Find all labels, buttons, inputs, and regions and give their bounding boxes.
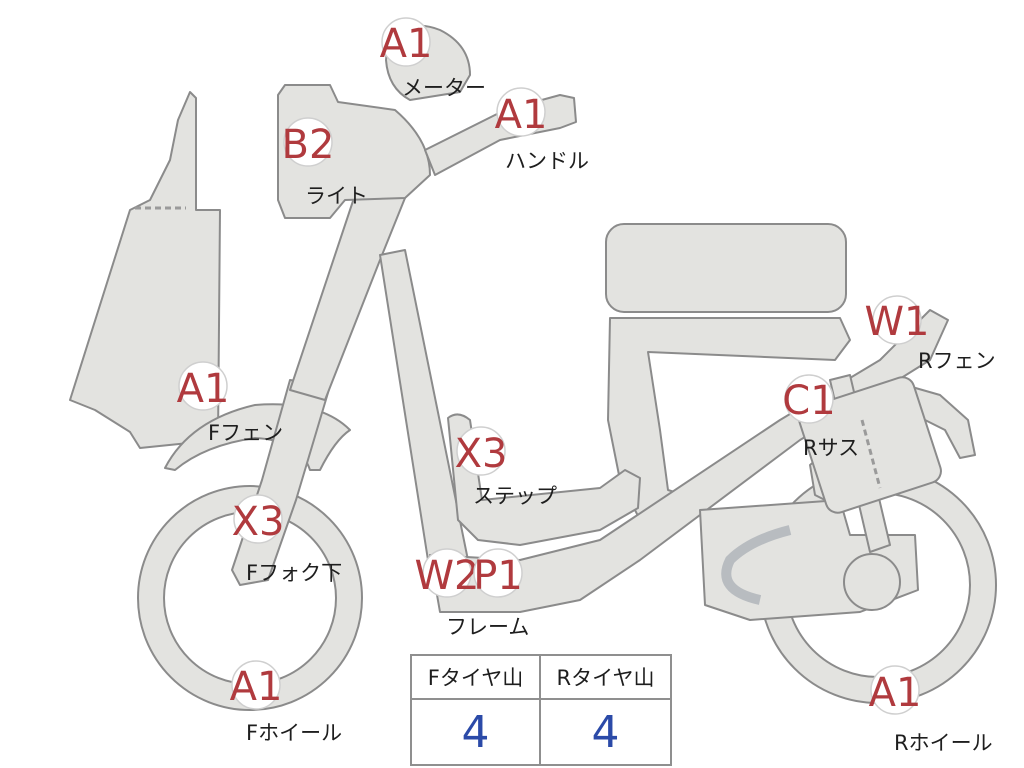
marker-r-wheel: A1 Rホイール: [869, 665, 993, 755]
marker-meter-badge: [381, 17, 431, 67]
rear-hub: [843, 553, 901, 611]
marker-light: B2 ライト: [282, 117, 368, 208]
marker-frame-w: W2: [415, 548, 480, 599]
marker-meter-part: メーター: [402, 76, 486, 100]
marker-f-fender: A1 Fフェン: [177, 361, 283, 445]
front-tire-value: 4: [412, 700, 541, 764]
marker-f-fender-grade: A1: [177, 366, 230, 412]
marker-light-grade: B2: [282, 122, 335, 168]
marker-f-fork-badge: [233, 494, 283, 544]
marker-r-sus-grade: C1: [782, 378, 835, 424]
marker-r-fender: W1 Rフェン: [865, 295, 996, 373]
motorcycle-silhouette: [69, 24, 997, 711]
rear-tire-value: 4: [591, 706, 620, 758]
side-cover-seam: [860, 419, 882, 489]
marker-step-grade: X3: [455, 431, 508, 477]
marker-step-badge: [456, 426, 506, 476]
marker-step-part: ステップ: [473, 484, 557, 508]
marker-f-wheel-part: Fホイール: [246, 721, 342, 745]
marker-frame-p: P1 フレーム: [446, 548, 529, 639]
marker-f-fork: X3 Fフォク下: [232, 494, 342, 585]
marker-step: X3 ステップ: [455, 426, 557, 508]
side-cover: [798, 376, 942, 514]
marker-r-wheel-badge: [870, 665, 920, 715]
windshield: [69, 91, 221, 449]
marker-r-sus: C1 Rサス: [782, 374, 859, 460]
marker-handle-badge: [496, 87, 546, 137]
front-tire-label: Fタイヤ山: [412, 656, 541, 700]
marker-frame-w-badge: [422, 548, 472, 598]
marker-r-fender-part: Rフェン: [918, 349, 996, 373]
marker-r-sus-part: Rサス: [803, 436, 859, 460]
marker-r-fender-badge: [872, 295, 922, 345]
marker-r-fender-grade: W1: [865, 299, 930, 345]
tire-tread-table: Fタイヤ山 Rタイヤ山 4 4: [410, 654, 672, 766]
marker-handle: A1 ハンドル: [495, 87, 589, 173]
marker-r-sus-badge: [784, 374, 834, 424]
marker-light-part: ライト: [305, 184, 368, 208]
marker-handle-part: ハンドル: [505, 149, 589, 173]
marker-handle-grade: A1: [495, 92, 548, 138]
seat: [605, 223, 847, 313]
exhaust-pipe: [721, 525, 792, 605]
marker-meter: A1 メーター: [380, 17, 486, 100]
marker-f-wheel: A1 Fホイール: [230, 660, 342, 745]
rear-tire-label: Rタイヤ山: [541, 656, 670, 700]
damage-markers: A1 メーター A1 ハンドル B2 ライト W1 Rフェン A1 Fフェン C…: [177, 17, 996, 755]
marker-frame-w-grade: W2: [415, 553, 480, 599]
marker-frame-p-part: フレーム: [446, 615, 529, 639]
marker-f-fork-grade: X3: [232, 499, 285, 545]
marker-r-wheel-part: Rホイール: [894, 731, 993, 755]
marker-frame-p-badge: [473, 548, 523, 598]
marker-meter-grade: A1: [380, 21, 433, 67]
marker-f-wheel-badge: [231, 660, 281, 710]
marker-f-fender-badge: [178, 361, 228, 411]
marker-f-fork-part: Fフォク下: [246, 561, 342, 585]
marker-f-wheel-grade: A1: [230, 664, 283, 710]
step: [447, 413, 641, 546]
marker-r-wheel-grade: A1: [869, 670, 922, 716]
marker-frame-p-grade: P1: [473, 553, 523, 599]
marker-f-fender-part: Fフェン: [208, 421, 283, 445]
marker-light-badge: [283, 117, 333, 167]
